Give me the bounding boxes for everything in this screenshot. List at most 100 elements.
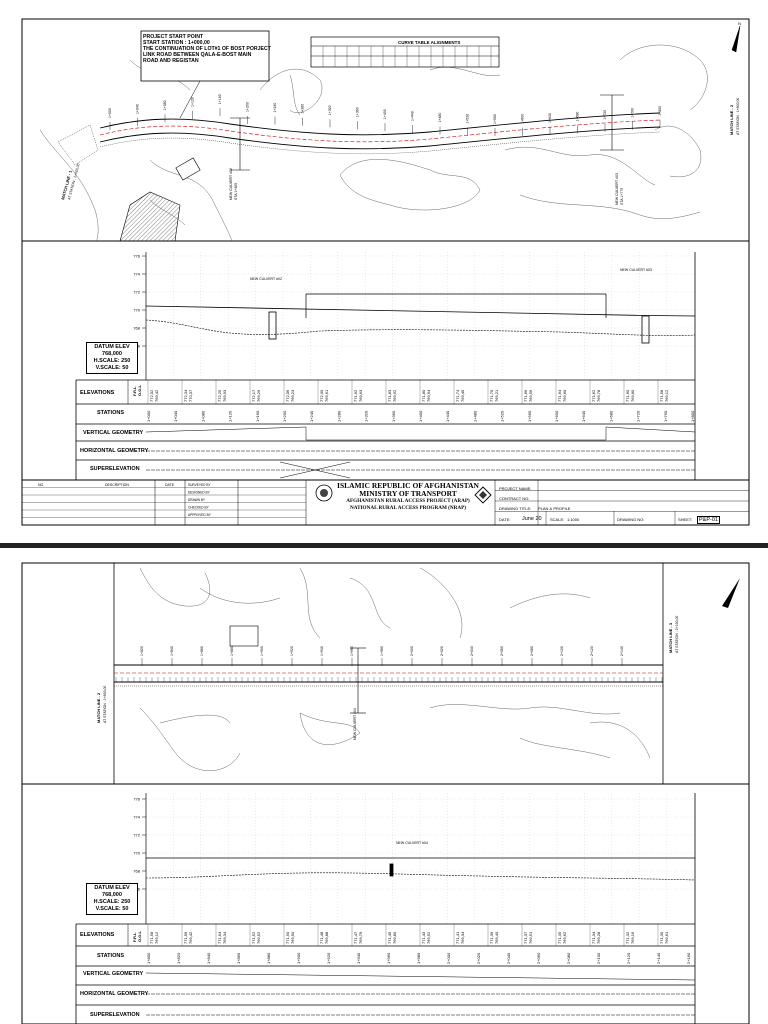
elev-tick-label: 772 [133,833,140,838]
ogl-label: O.G.L [137,385,142,396]
match-line-right: MATCH LINE - 3 [668,622,673,653]
ogl-value: 769,21 [494,389,499,402]
frl-value: 771,47 [353,931,358,944]
frl-value: 772,00 [319,389,324,402]
station-label: 1+200 [246,102,250,112]
station-value: 1+760 [663,410,668,422]
contract-label: CONTRACT NO: [499,496,530,501]
station-label: 1+400 [383,109,387,119]
ogl-value: 770,37 [188,389,193,402]
ogl-value: 769,61 [324,389,329,402]
frl-value: 771,43 [421,931,426,944]
match-line-left-station: AT STATION : 1+800,00 [103,686,107,723]
station-label: 1+900 [260,646,264,656]
ogl-value: 769,42 [154,389,159,402]
culvert-label: NEW CULVERT #02 [229,168,233,200]
station-label: 2+000 [410,646,414,656]
station-value: 2+020 [476,952,481,964]
ogl-value: 769,42 [188,931,193,944]
emblem-left-icon [315,484,333,502]
frl-value: 771,66 [523,389,528,402]
superelevation-transition [279,461,351,479]
station-value: 2+140 [656,952,661,964]
contour-line [199,587,281,604]
sheet-value: P&P-01 [697,516,720,524]
frl-value: 771,35 [557,931,562,944]
wadi-area [57,124,99,166]
contour-line [299,567,321,639]
station-value: 1+800 [690,410,695,422]
station-value: 1+860 [236,952,241,964]
culvert-label-2: NEW CULVERT #03 [615,173,619,205]
ogl-value: 769,23 [290,389,295,402]
station-label: 2+060 [500,646,504,656]
station-label: 1+920 [290,646,294,656]
contour-line [429,66,501,77]
frl-value: 771,32 [625,931,630,944]
station-value: 2+040 [506,952,511,964]
curve-table [310,36,500,68]
station-value: 1+640 [581,410,586,422]
elev-tick-label: 774 [133,815,140,820]
frl-value: 771,34 [591,931,596,944]
contour-line [429,704,621,715]
station-label: 1+320 [328,105,332,115]
frl-value: 772,02 [149,389,154,402]
ogl-value: 769,51 [528,931,533,944]
elev-tick-label: 770 [133,308,140,313]
contour-line [139,567,210,607]
contour-line [39,129,99,242]
row-label-stations: STATIONS [97,410,124,416]
station-value: 2+000 [446,952,451,964]
station-value: 1+440 [445,410,450,422]
station-value: 1+980 [416,952,421,964]
project-start-note: PROJECT START POINT START STATION : 1+00… [143,34,271,64]
frl-value: 771,45 [387,931,392,944]
role-label: SURVEYED BY [188,483,211,487]
frl-value: 771,37 [523,931,528,944]
north-arrow-icon [731,25,741,53]
station-label: 1+680 [576,112,580,122]
contour-line [159,714,231,724]
contour-line [519,737,611,759]
station-value: 1+400 [418,410,423,422]
row-label-horizontal-geometry: HORIZONTAL GEOMETRY [80,448,149,454]
frl-value: 771,54 [217,931,222,944]
contour-line [149,159,233,242]
building-hatch [119,191,181,242]
rev-header: NO. [38,483,44,487]
station-value: 1+800 [146,952,151,964]
frl-value: 771,50 [285,931,290,944]
station-label: 1+720 [603,110,607,120]
station-label: 1+880 [230,646,234,656]
contour-line [504,146,656,186]
road-shoulder [99,131,661,155]
frl-value: 771,74 [455,389,460,402]
ground-line [145,319,696,336]
station-label: 1+080 [163,100,167,110]
project-name-label: PROJECT NAME: [499,486,532,491]
station-value: 1+920 [326,952,331,964]
north-arrow-icon [722,578,740,608]
ogl-value: 769,60 [562,389,567,402]
ogl-value: 769,92 [392,389,397,402]
contour-line [349,577,391,629]
station-value: 1+560 [527,410,532,422]
station-value: 1+360 [391,410,396,422]
station-label: 1+360 [356,107,360,117]
frl-value: 772,25 [217,389,222,402]
station-label: 2+080 [530,646,534,656]
ogl-value: 769,52 [426,931,431,944]
culvert-profile-2 [641,315,650,344]
culvert-profile-label: NEW CULVERT #04 [396,841,428,845]
station-label: 1+940 [320,646,324,656]
station-value: 1+820 [176,952,181,964]
station-value: 1+240 [309,410,314,422]
station-label: 1+860 [200,646,204,656]
curve-table-title: CURVE TABLE ALIGNMENTS [398,40,461,45]
frl-value: 771,62 [591,389,596,402]
culvert-station: STA 1+465 [234,183,238,200]
design-grade-line [145,305,696,317]
station-label: 1+440 [411,111,415,121]
